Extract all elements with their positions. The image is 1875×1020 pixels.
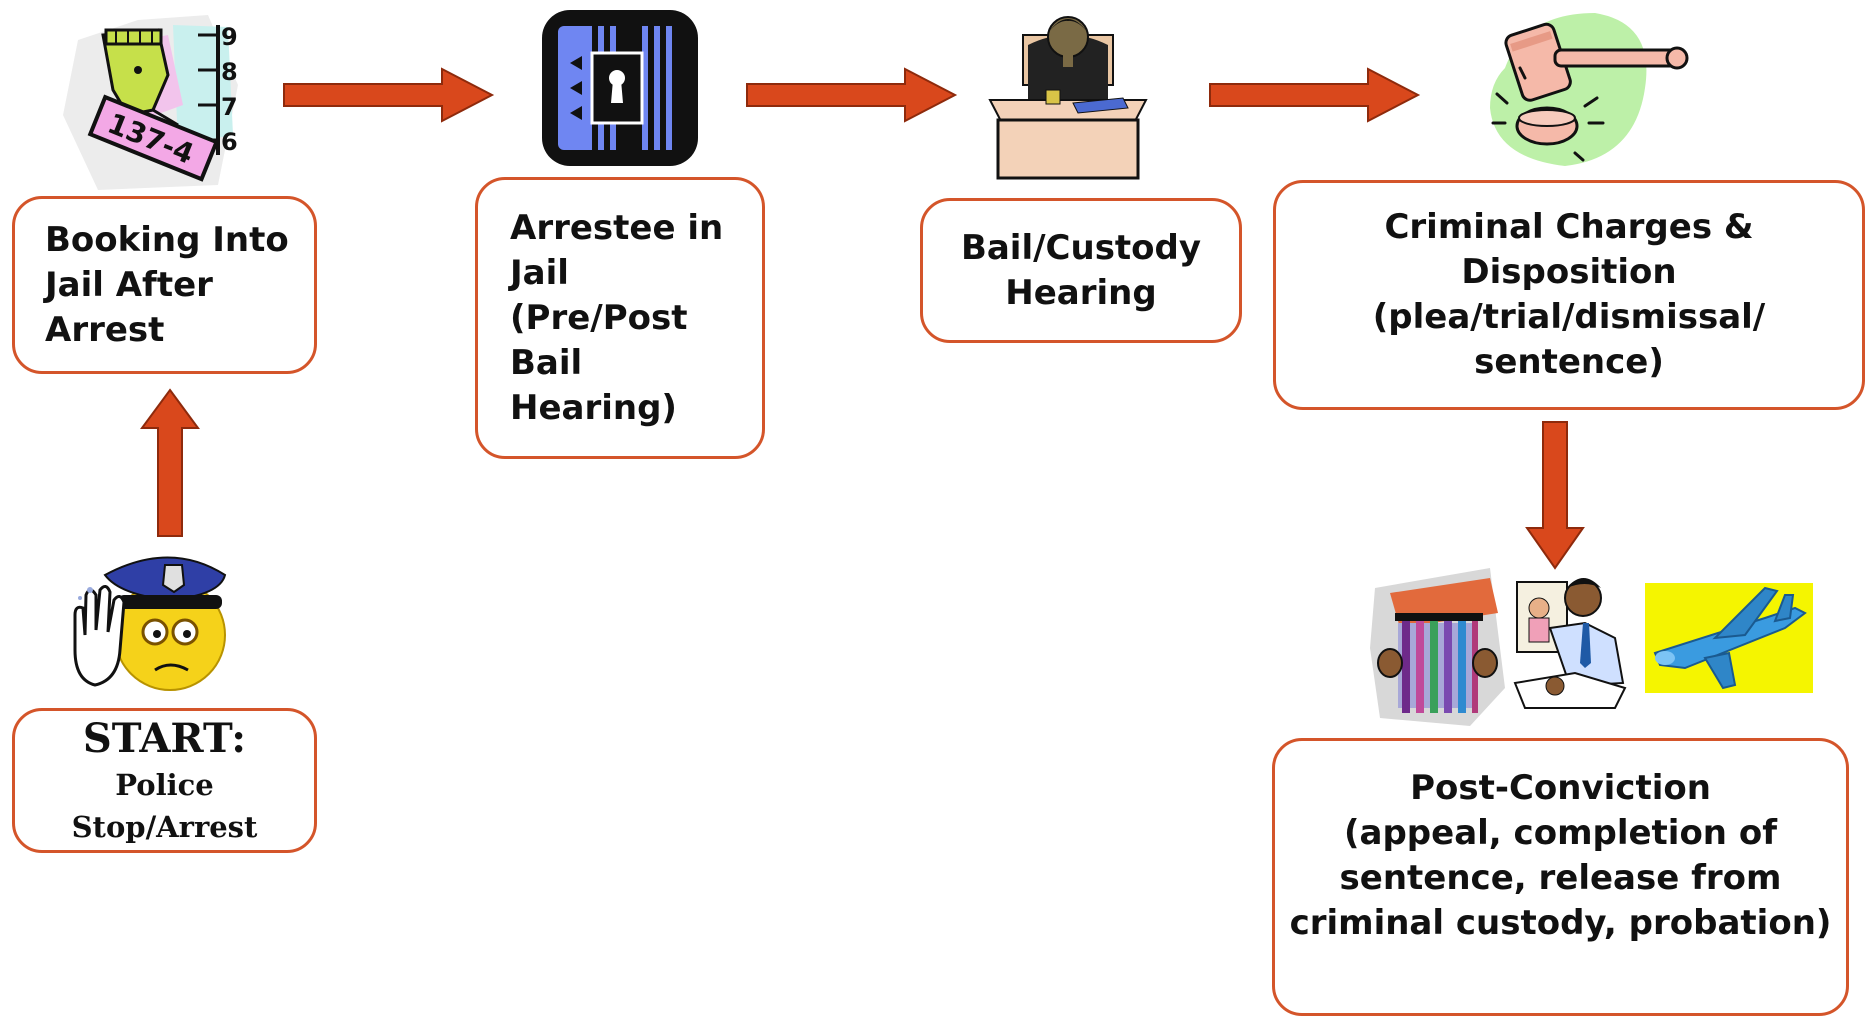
booking-line-1: Booking Into	[45, 219, 289, 260]
start-line-1: Police	[115, 767, 214, 802]
start-box: START: Police Stop/Arrest	[12, 708, 317, 853]
bail-line-1: Bail/Custody	[960, 227, 1202, 268]
height-mark-8: 8	[221, 58, 238, 86]
charges-box: Criminal Charges & Disposition (plea/tri…	[1273, 180, 1865, 410]
charges-line-2: Disposition	[1461, 252, 1677, 292]
height-ruler: 9 8 7 6	[198, 23, 238, 156]
mugshot-icon: 9 8 7 6 137-4	[63, 15, 238, 190]
start-title: START:	[82, 714, 247, 762]
post-conviction-line-2: (appeal, completion of	[1343, 813, 1778, 853]
office-worker-icon	[1513, 578, 1627, 709]
arrestee-line-5: Hearing)	[510, 387, 677, 428]
post-conviction-line-3: sentence, release from	[1339, 858, 1782, 898]
airplane-icon	[1645, 583, 1813, 693]
arrestee-box: Arrestee in Jail (Pre/Post Bail Hearing)	[475, 177, 765, 459]
judge-at-bench-icon	[988, 16, 1148, 180]
bail-line-2: Hearing	[1005, 272, 1157, 313]
gavel-icon	[1490, 13, 1689, 166]
booking-box: Booking Into Jail After Arrest	[12, 196, 317, 374]
charges-line-1: Criminal Charges &	[1384, 207, 1754, 247]
arrow-booking-to-arrestee	[283, 67, 495, 123]
arrow-arrestee-to-bail	[746, 67, 958, 123]
height-mark-7: 7	[221, 93, 238, 121]
suspect-figure	[96, 28, 179, 132]
start-line-2: Stop/Arrest	[71, 809, 258, 844]
booking-line-3: Arrest	[45, 309, 165, 350]
arrow-bail-to-charges	[1209, 67, 1421, 123]
charges-line-4: sentence)	[1474, 342, 1664, 382]
arrow-start-to-booking	[140, 388, 200, 537]
bail-box: Bail/Custody Hearing	[920, 198, 1242, 343]
booking-line-2: Jail After	[45, 264, 213, 305]
arrestee-line-4: Bail	[510, 342, 583, 383]
arrow-charges-to-post-conviction	[1525, 421, 1585, 570]
post-conviction-line-4: criminal custody, probation)	[1289, 903, 1832, 943]
charges-line-3: (plea/trial/dismissal/	[1372, 297, 1766, 337]
jail-door-icon	[542, 10, 698, 166]
post-conviction-box: Post-Conviction (appeal, completion of s…	[1272, 738, 1849, 1016]
prison-bars-icon	[1370, 568, 1505, 726]
police-officer-icon	[73, 556, 227, 691]
arrestee-line-1: Arrestee in	[510, 207, 724, 248]
height-mark-6: 6	[221, 128, 238, 156]
arrestee-line-2: Jail	[510, 252, 569, 293]
arrestee-line-3: (Pre/Post	[510, 297, 688, 338]
post-conviction-line-1: Post-Conviction	[1410, 768, 1711, 808]
height-mark-9: 9	[221, 23, 238, 51]
